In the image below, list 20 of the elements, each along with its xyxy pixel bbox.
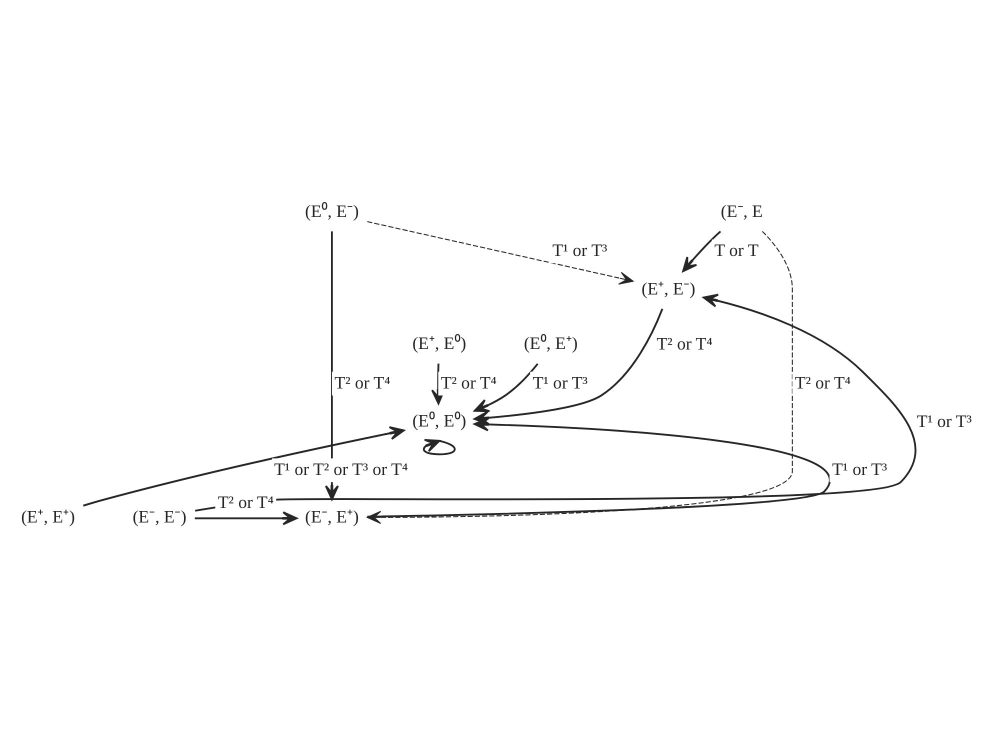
node-text: (E⁰, E⁰) <box>412 410 466 430</box>
node-text: (E⁰, E⁺) <box>524 332 578 353</box>
edge-label: T or T <box>714 240 759 260</box>
node-text: (E⁰, E⁻) <box>304 200 359 220</box>
edge-label: T¹ or T³ <box>832 458 888 479</box>
edge-label: T² or T⁴ <box>218 492 274 512</box>
edge-label: T¹ or T³ <box>552 240 608 260</box>
edge-label: T¹ or T³ <box>916 410 972 431</box>
node-text: (E⁺, E⁺) <box>21 506 75 526</box>
edge-label: T² or T⁴ <box>656 333 712 354</box>
edge-label: T¹ or T³ <box>532 372 588 392</box>
node-text: (E⁻, E <box>720 200 763 220</box>
edge-label: T² or T⁴ <box>794 372 851 392</box>
edge-label: T² or T⁴ <box>334 372 390 392</box>
edge-label: T¹ or T² or T³ or T⁴ <box>274 458 408 479</box>
node-text: (E⁺, E⁰) <box>412 332 466 353</box>
node-text: (E⁻, E⁻) <box>132 506 186 526</box>
edge-label: T² or T⁴ <box>440 372 497 392</box>
node-text: (E⁺, E⁻) <box>642 278 696 298</box>
node-text: (E⁻, E⁺) <box>304 506 359 526</box>
